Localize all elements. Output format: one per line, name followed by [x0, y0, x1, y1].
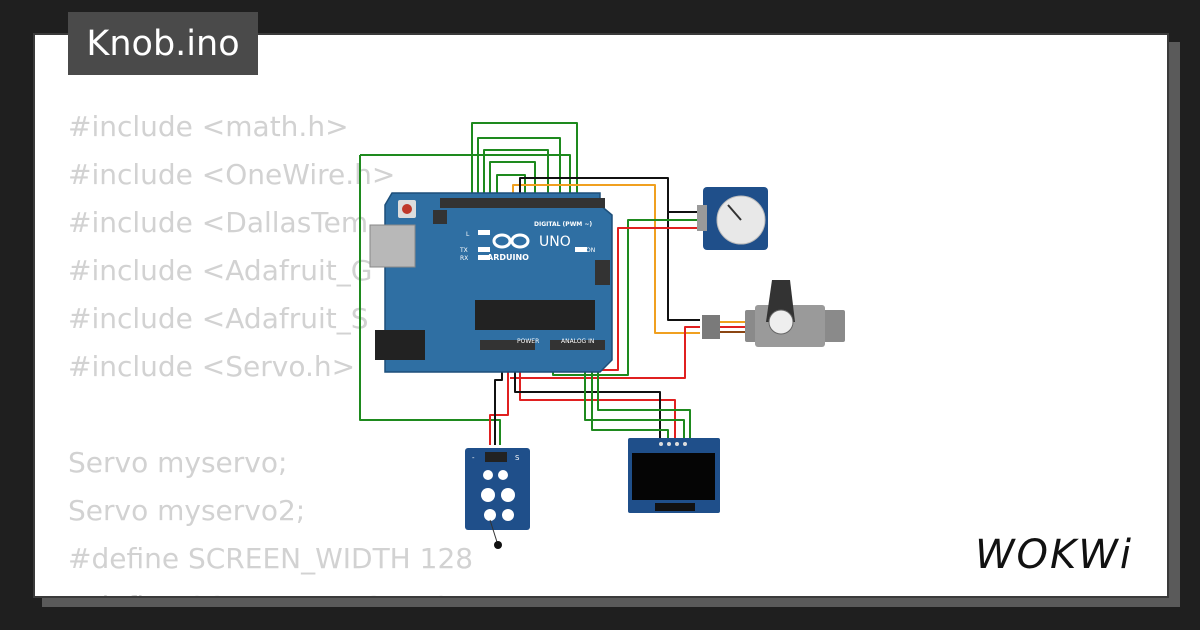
wire-red: [489, 360, 509, 445]
code-line: #include <Adafruit_G: [68, 254, 373, 287]
sensor-pin-minus: -: [472, 454, 475, 462]
wire-green: [483, 149, 549, 198]
wire-black: [519, 177, 705, 213]
wire-black: [514, 360, 661, 438]
wire-green: [477, 137, 561, 198]
temperature-sensor-module[interactable]: - S: [465, 448, 530, 549]
digital-label: DIGITAL (PWM ~): [534, 221, 592, 228]
arduino-logo-icon: [492, 233, 530, 249]
code-line: #define SCREEN_WIDTH 128: [68, 542, 474, 575]
wokwi-logo: WOKWi: [975, 532, 1133, 578]
power-jack: [375, 330, 425, 360]
sensor-pin-s: S: [515, 454, 520, 462]
wire-green: [471, 122, 578, 198]
wire-orange: [512, 184, 700, 334]
code-line: #include <OneWire.h>: [68, 158, 396, 191]
board-brand: ARDUINO: [487, 253, 529, 262]
oled-display[interactable]: [628, 438, 720, 513]
on-label: ON: [586, 247, 595, 254]
project-title[interactable]: Knob.ino: [68, 12, 258, 75]
code-line: #include <Adafruit_S: [68, 302, 369, 335]
code-line: Servo myservo2;: [68, 494, 306, 527]
code-line: #define SCREEN_HEIGHT 64: [68, 583, 473, 596]
code-line: #include <DallasTem: [68, 206, 369, 239]
arduino-uno-board[interactable]: ARDUINO UNO DIGITAL (PWM ~) POWER ANALOG…: [369, 192, 613, 373]
servo-motor[interactable]: [702, 280, 845, 347]
wire-green: [591, 360, 669, 438]
potentiometer[interactable]: [697, 187, 768, 250]
code-line: #include <math.h>: [68, 110, 349, 143]
wire-green: [496, 174, 526, 198]
l-label: L: [466, 231, 470, 238]
wire-green: [360, 154, 571, 198]
wire-green: [359, 155, 501, 445]
code-preview: #include <math.h> #include <OneWire.h> #…: [68, 103, 474, 596]
wire-green: [584, 360, 685, 438]
code-line: Servo myservo;: [68, 446, 288, 479]
wire-green: [597, 360, 691, 438]
wire-black: [667, 212, 700, 321]
board-model: UNO: [539, 234, 571, 250]
power-label: POWER: [517, 338, 539, 345]
code-line: #include <Servo.h>: [68, 350, 356, 383]
usb-port: [369, 224, 416, 268]
wire-green: [489, 161, 536, 198]
tx-label: TX: [459, 247, 468, 254]
analog-label: ANALOG IN: [561, 338, 594, 345]
rx-label: RX: [460, 255, 468, 262]
